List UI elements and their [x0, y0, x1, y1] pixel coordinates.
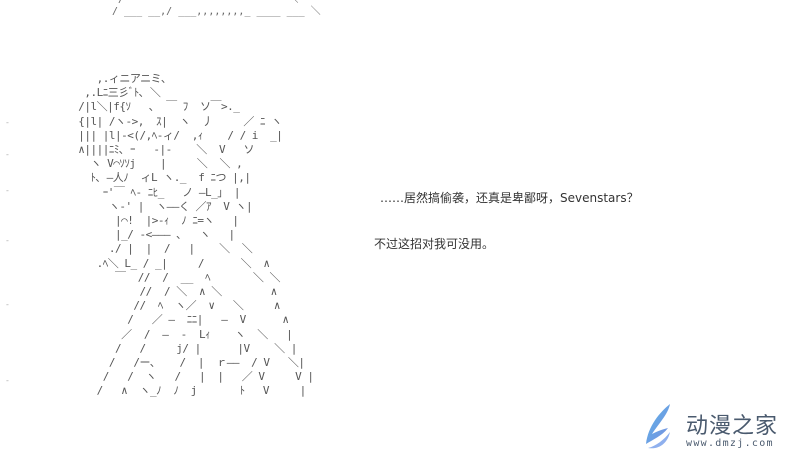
art-line: ,.Lﾆ三彡ﾞﾄ､ ＼ — [66, 86, 161, 100]
ascii-art-figure: ,.ィニアニミ､ ,.Lﾆ三彡ﾞﾄ､ ＼ /|l＼|f{ｿ ､ ￣ ﾌ ソ￣>.… — [66, 72, 314, 399]
art-line: ヽ V⌒ｿｿj | ＼ ＼ , — [66, 157, 243, 171]
art-line: |⌒! |>-ｨ ﾉ ﾆ=ヽ | — [66, 214, 239, 228]
art-line: ﾄ､ ―人ﾉ ィL ヽ._ f ﾆつ |,| — [66, 171, 251, 185]
margin-dot: - — [6, 300, 9, 309]
dmzj-logo: 动漫之家 www.dmzj.com — [640, 400, 800, 460]
margin-dot: - — [6, 376, 9, 385]
art-line: {|l| /ヽ->, ｽ| ヽ 丿 ／ ﾆ ヽ — [66, 114, 282, 128]
margin-dot: - — [6, 236, 9, 245]
art-line: ｰ'￣ ﾍ- ﾆﾋ_ ノ ―L_」 | — [66, 185, 241, 199]
art-line: |_/ -<――― ､ ヽ | — [66, 228, 235, 242]
art-line: ヽ-' | ヽ――く ／ｱ V ヽ| — [66, 199, 253, 213]
margin-dot: - — [6, 118, 9, 127]
top-ascii-art: / ̄ ̄ ̄ ￣ ￣ ̄ ̄ ̄ ̄ ￣ ￣ ￣ ＼ / ___ __,/ _… — [112, 0, 321, 18]
dialogue-line-1: ……居然搞偷袭，还真是卑鄙呀，Sevenstars？ — [380, 191, 639, 205]
art-line: // ﾍ ヽ／ ∨ ＼ ∧ — [66, 299, 281, 313]
art-line: ||| |l|-<(/,ﾍ-ィ/ ,ｨ / / i _| — [66, 128, 283, 142]
art-line: / / ヽ / | | ／ V V | — [66, 370, 314, 384]
art-line: ./ | | / | ＼ ＼ — [66, 242, 253, 256]
wing-logo-icon — [646, 404, 670, 449]
art-line: / ___ __,/ ___,,,,,,,,_ ____ ___ ＼ — [112, 6, 321, 17]
art-line: // / ＼ ∧ ＼ ∧ — [66, 285, 277, 299]
art-line: .ﾍ＼ L_ / _| / ＼ ∧ — [66, 256, 270, 270]
margin-dot: - — [6, 150, 9, 159]
art-line: ￣ // / __ ﾍ ＼ ＼ — [66, 270, 281, 284]
art-line: ／ / ― - Lｨ ヽ ＼ | — [66, 327, 293, 341]
art-line: / ／ ― ﾆﾆ| ― V ∧ — [66, 313, 289, 327]
logo-name: 动漫之家 — [686, 414, 779, 439]
art-line: / ̄ ̄ ̄ ￣ ￣ ̄ ̄ ̄ ̄ ￣ ￣ ￣ ＼ — [112, 0, 298, 5]
art-line: /|l＼|f{ｿ ､ ￣ ﾌ ソ￣>._ — [66, 100, 240, 114]
logo-url: www.dmzj.com — [686, 438, 774, 449]
art-line: ,.ィニアニミ､ — [66, 72, 167, 85]
art-line: / / j/ | |V ＼ | — [66, 341, 297, 355]
dialogue-line-2: 不过这招对我可没用。 — [374, 237, 495, 251]
art-line: ∧||||ﾆﾐ､ ｰ -|- ＼ V ソ — [66, 143, 254, 157]
art-line: / ∧ ヽ_ﾉ ﾉ j ﾄ V | — [66, 384, 307, 398]
art-line: / /ー､ / | ｒ―― / V ＼| — [66, 356, 305, 370]
margin-dot: - — [6, 186, 9, 195]
